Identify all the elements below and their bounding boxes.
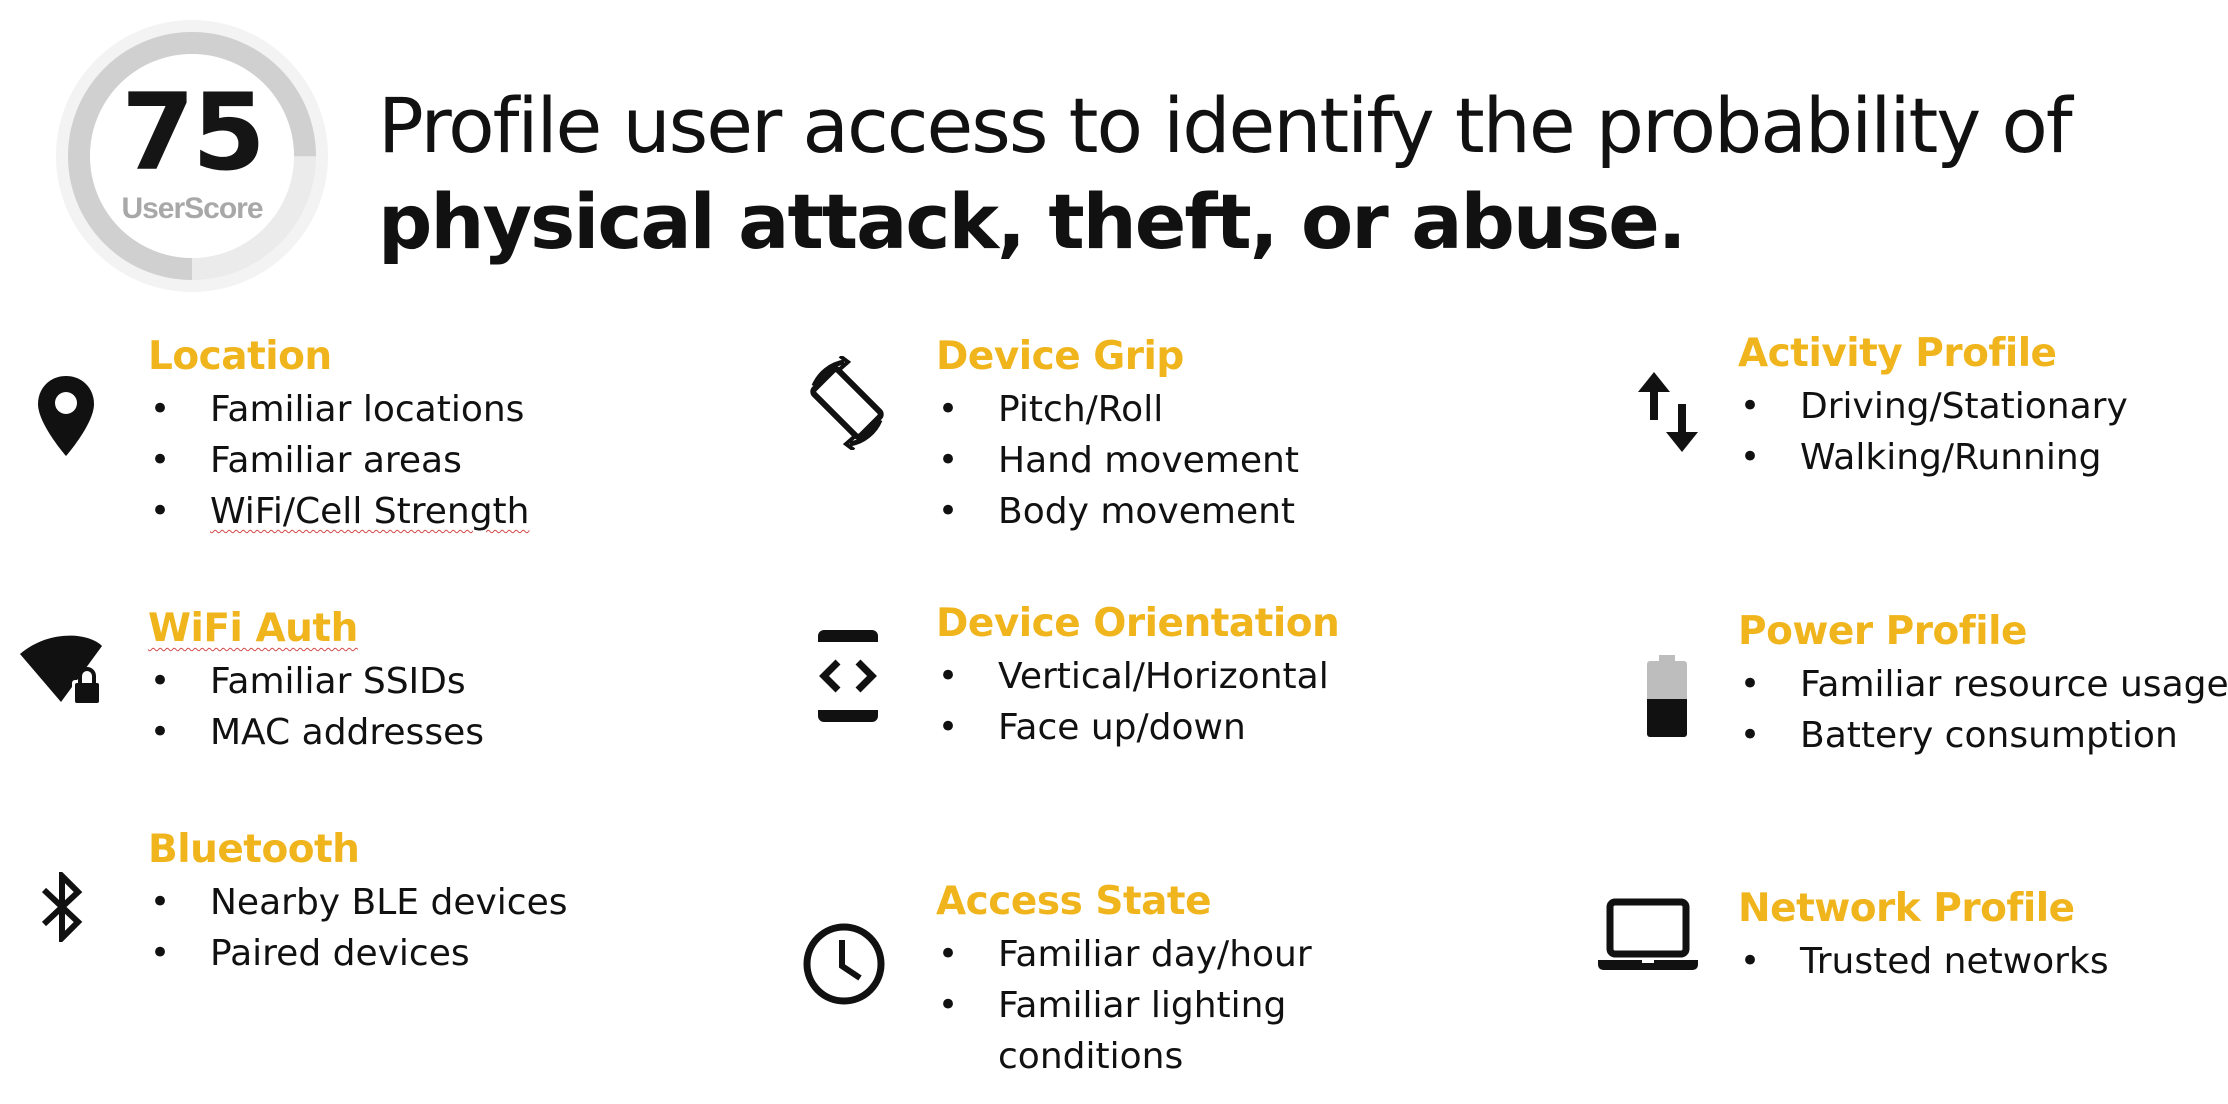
map-pin-icon <box>38 376 94 456</box>
title-line-1: Profile user access to identify the prob… <box>378 81 2073 170</box>
power-profile-title: Power Profile <box>1738 609 2027 654</box>
activity-profile-section: Activity Profile Driving/Stationary Walk… <box>1738 327 2128 483</box>
wifi-auth-section: WiFi Auth Familiar SSIDs MAC addresses <box>148 602 484 758</box>
wifi-lock-icon <box>20 635 102 704</box>
laptop-icon <box>1598 898 1698 970</box>
network-profile-section: Network Profile Trusted networks <box>1738 882 2109 987</box>
list-item: Battery consumption <box>1738 710 2228 761</box>
device-grip-list: Pitch/Roll Hand movement Body movement <box>936 384 1299 537</box>
activity-profile-list: Driving/Stationary Walking/Running <box>1738 381 2128 483</box>
activity-profile-title: Activity Profile <box>1738 331 2057 376</box>
list-item: MAC addresses <box>148 707 484 758</box>
userscore-gauge: 75 UserScore <box>54 18 330 294</box>
list-item: Familiar resource usage <box>1738 659 2228 710</box>
score-ring-icon <box>56 20 328 292</box>
list-item: Body movement <box>936 486 1299 537</box>
list-item: Nearby BLE devices <box>148 877 568 928</box>
network-profile-list: Trusted networks <box>1738 936 2109 987</box>
location-list: Familiar locations Familiar areas WiFi/C… <box>148 384 529 537</box>
power-profile-section: Power Profile Familiar resource usage Ba… <box>1738 605 2228 761</box>
page-title: Profile user access to identify the prob… <box>378 78 2198 270</box>
list-item: Familiar SSIDs <box>148 656 484 707</box>
wifi-auth-list: Familiar SSIDs MAC addresses <box>148 656 484 758</box>
bluetooth-list: Nearby BLE devices Paired devices <box>148 877 568 979</box>
screen-rotation-icon <box>810 356 884 450</box>
list-item: Driving/Stationary <box>1738 381 2128 432</box>
list-item: Walking/Running <box>1738 432 2128 483</box>
list-item: Familiar lighting conditions <box>936 980 1318 1082</box>
access-state-title: Access State <box>936 879 1212 924</box>
network-profile-title: Network Profile <box>1738 886 2075 931</box>
access-state-list: Familiar day/hour Familiar lighting cond… <box>936 929 1318 1082</box>
device-grip-title: Device Grip <box>936 334 1184 379</box>
device-orientation-list: Vertical/Horizontal Face up/down <box>936 651 1339 753</box>
clock-icon <box>803 923 885 1005</box>
device-orientation-section: Device Orientation Vertical/Horizontal F… <box>936 597 1340 753</box>
bluetooth-title: Bluetooth <box>148 827 360 872</box>
list-item: Vertical/Horizontal <box>936 651 1339 702</box>
list-item: Paired devices <box>148 928 568 979</box>
list-item: Face up/down <box>936 702 1339 753</box>
location-title: Location <box>148 334 332 379</box>
phone-code-icon <box>818 630 878 722</box>
location-section: Location Familiar locations Familiar are… <box>148 330 529 537</box>
list-item: Familiar day/hour <box>936 929 1318 980</box>
score-label: UserScore <box>121 192 263 225</box>
battery-icon <box>1647 655 1687 737</box>
score-value: 75 <box>121 71 266 194</box>
device-orientation-title: Device Orientation <box>936 601 1340 646</box>
up-down-arrows-icon <box>1638 372 1698 452</box>
power-profile-list: Familiar resource usage Battery consumpt… <box>1738 659 2228 761</box>
title-line-2: physical attack, theft, or abuse. <box>378 177 1687 266</box>
list-item: Familiar locations <box>148 384 529 435</box>
wifi-auth-title: WiFi Auth <box>148 606 358 651</box>
access-state-section: Access State Familiar day/hour Familiar … <box>936 875 1318 1082</box>
list-item: Familiar areas <box>148 435 529 486</box>
list-item: WiFi/Cell Strength <box>148 486 529 537</box>
bluetooth-section: Bluetooth Nearby BLE devices Paired devi… <box>148 823 568 979</box>
list-item: Pitch/Roll <box>936 384 1299 435</box>
bluetooth-icon <box>41 872 83 942</box>
device-grip-section: Device Grip Pitch/Roll Hand movement Bod… <box>936 330 1299 537</box>
list-item: Trusted networks <box>1738 936 2109 987</box>
list-item: Hand movement <box>936 435 1299 486</box>
